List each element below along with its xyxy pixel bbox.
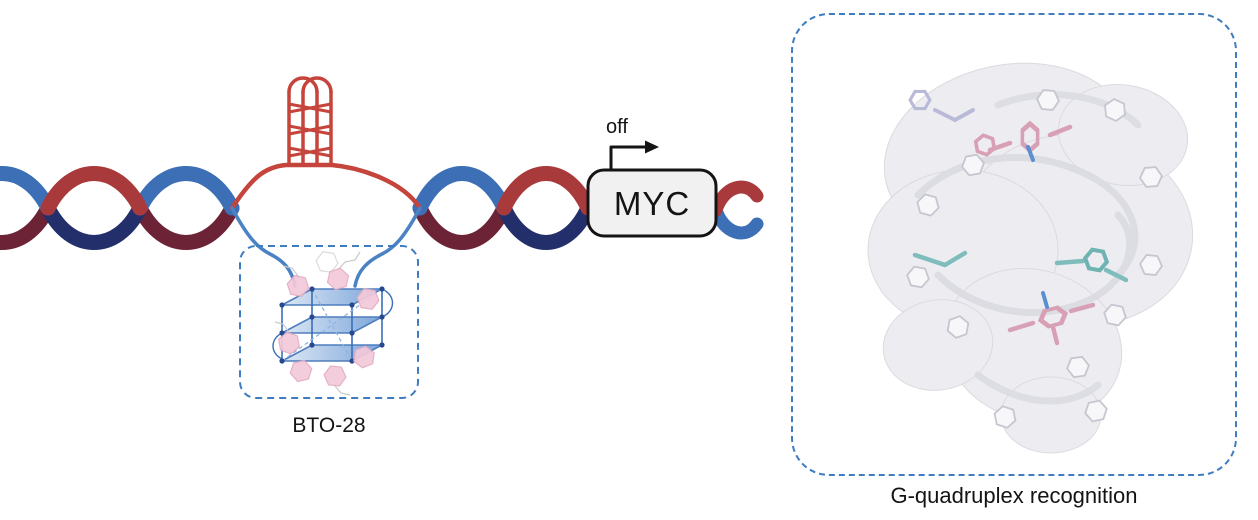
promoter-arrow-icon [609, 140, 659, 170]
off-label: off [606, 116, 628, 138]
hairpin-cross-rung [287, 146, 333, 158]
cube-side-loops [272, 288, 394, 360]
bubble-blue-strand-left [230, 206, 297, 288]
dna-bubble-strands [229, 162, 423, 288]
bto28-quadruplex-cube [272, 286, 394, 364]
teal-residue-sticks [912, 246, 1129, 283]
bubble-blue-strand-right [353, 206, 422, 288]
hairpin-cross-rung [287, 102, 333, 114]
cube-corner-nodes [279, 286, 385, 364]
dna-helix-tail [709, 180, 764, 240]
dna-strand-blue-front [0, 166, 56, 216]
myc-box [586, 168, 718, 238]
dna-strand-blue-front [412, 166, 512, 216]
dna-strand-blue-front [132, 166, 240, 216]
dna-strand-red-back [412, 200, 512, 250]
bto28-dashed-box [239, 245, 419, 399]
molecule-rendering [867, 62, 1194, 454]
dna-helix-left [0, 166, 240, 250]
dna-backbone-ribbons [914, 91, 1142, 405]
dna-strand-red-tail [709, 180, 764, 217]
pink-ligand-sticks-bottom [1007, 291, 1096, 346]
bto28-label: BTO-28 [292, 414, 365, 437]
pink-ligand-sticks-top [970, 124, 1073, 162]
dna-strand-blue-back [40, 200, 148, 250]
dna-strand-blue-back [496, 200, 596, 250]
g-quadruplex-panel [791, 13, 1237, 476]
dna-diagram: BTO-28 off MYC [0, 76, 764, 437]
dna-helix-right [412, 166, 596, 250]
dna-strand-red-front [496, 166, 596, 216]
g-quadruplex-caption: G-quadruplex recognition [890, 483, 1138, 508]
dna-strand-red-back [132, 200, 240, 250]
ligand-tails [274, 251, 361, 396]
hairpin-cross-rung [287, 124, 333, 136]
protein-surface [867, 62, 1194, 454]
myc-label: MYC [614, 185, 690, 222]
ligand-hexagons [274, 250, 381, 396]
myc-gene-box: off MYC [586, 116, 718, 238]
hairpin-top-loop [301, 76, 333, 94]
hairpin-quadruplex [287, 76, 333, 166]
dna-strand-red-back [0, 200, 56, 250]
dna-strand-blue-tail [709, 203, 764, 240]
lavender-residue-sticks [908, 89, 975, 122]
hairpin-top-loop [287, 76, 319, 94]
g-tetrad-plane [281, 316, 383, 334]
dna-strand-red-front [40, 166, 148, 216]
bubble-red-strand [229, 162, 423, 211]
